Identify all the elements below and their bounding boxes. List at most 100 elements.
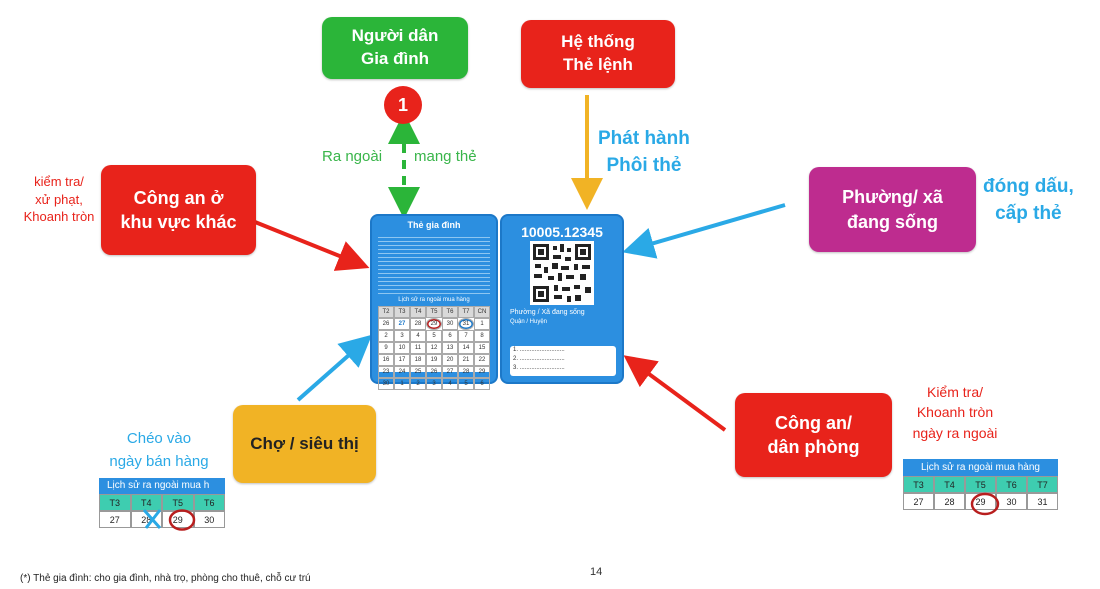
calendar-cell: 29 bbox=[426, 318, 442, 330]
table-cell: 30 bbox=[193, 511, 225, 528]
label-go-out-left: Ra ngoài bbox=[322, 148, 383, 165]
calendar-day-header: T2 bbox=[378, 306, 394, 318]
calendar-cell: 6 bbox=[474, 378, 490, 390]
label-cross-sale: Chéo vào ngày bán hàng bbox=[109, 430, 209, 470]
calendar-cell: 7 bbox=[458, 330, 474, 342]
table-cell: T4 bbox=[934, 476, 965, 493]
calendar-cell: 29 bbox=[474, 366, 490, 378]
calendar-cell: 9 bbox=[378, 342, 394, 354]
card-back-line-1: 1. ........................... bbox=[513, 347, 565, 353]
calendar-cell: 17 bbox=[394, 354, 410, 366]
label-issue: Phát hành Phôi thẻ bbox=[598, 128, 690, 176]
node-market: Chợ / siêu thị bbox=[233, 405, 376, 483]
calendar-header: Lịch sử ra ngoài mua hàng bbox=[398, 297, 470, 303]
qr-code bbox=[530, 241, 594, 305]
node-people: Người dân Gia đình bbox=[322, 17, 468, 79]
calendar-cell: 27 bbox=[442, 366, 458, 378]
calendar-cell: 6 bbox=[442, 330, 458, 342]
calendar-cell: 4 bbox=[410, 330, 426, 342]
table-cell: 27 bbox=[99, 511, 131, 528]
arrow-red-police-other bbox=[254, 220, 370, 271]
node-ward: Phường/ xã đang sống bbox=[809, 167, 976, 252]
card-back-district: Quận / Huyện bbox=[510, 319, 548, 325]
table-cell: 28 bbox=[934, 493, 965, 510]
circle-mark-right bbox=[970, 492, 1000, 516]
table-cell: T7 bbox=[1027, 476, 1058, 493]
calendar-cell: 25 bbox=[410, 366, 426, 378]
calendar-day-header: T5 bbox=[426, 306, 442, 318]
calendar-cell: 1 bbox=[394, 378, 410, 390]
calendar-day-header: T3 bbox=[394, 306, 410, 318]
calendar-cell: 22 bbox=[474, 354, 490, 366]
table-cell: 27 bbox=[903, 493, 934, 510]
card-back-line-2: 2. ........................... bbox=[513, 356, 565, 362]
calendar-day-header: T7 bbox=[458, 306, 474, 318]
family-card-front: Thẻ gia đình Lịch sử ra ngoài mua hàng T… bbox=[370, 214, 498, 390]
arrow-blue-ward bbox=[622, 203, 786, 259]
table-cell: T6 bbox=[996, 476, 1027, 493]
card-front-rules bbox=[378, 234, 490, 294]
calendar-cell: 20 bbox=[442, 354, 458, 366]
calendar-day-header: CN bbox=[474, 306, 490, 318]
calendar-cell: 31 bbox=[458, 318, 474, 330]
label-check-circle: Kiểm tra/ Khoanh tròn ngày ra ngoài bbox=[912, 384, 998, 441]
calendar-cell: 5 bbox=[426, 330, 442, 342]
calendar-cell: 30 bbox=[442, 318, 458, 330]
cross-mark bbox=[142, 509, 162, 529]
calendar-cell: 2 bbox=[410, 378, 426, 390]
card-code: 10005.12345 bbox=[521, 224, 603, 240]
page-number: 14 bbox=[590, 566, 603, 578]
arrow-red-police-local bbox=[623, 355, 727, 432]
table-cell: T3 bbox=[99, 494, 131, 511]
calendar-day-header: T4 bbox=[410, 306, 426, 318]
calendar-cell: 26 bbox=[378, 318, 394, 330]
calendar-cell: 2 bbox=[378, 330, 394, 342]
calendar-cell: 21 bbox=[458, 354, 474, 366]
calendar-cell: 14 bbox=[458, 342, 474, 354]
calendar-cell: 8 bbox=[474, 330, 490, 342]
calendar-cell: 19 bbox=[426, 354, 442, 366]
calendar-cell: 15 bbox=[474, 342, 490, 354]
card-front-rules-text-lines bbox=[378, 234, 490, 294]
calendar-cell: 18 bbox=[410, 354, 426, 366]
calendar-cell: 26 bbox=[426, 366, 442, 378]
calendar-cell: 11 bbox=[410, 342, 426, 354]
history-table-left-title: Lịch sử ra ngoài mua h bbox=[99, 478, 225, 494]
calendar-cell: 24 bbox=[394, 366, 410, 378]
calendar-cell: 3 bbox=[426, 378, 442, 390]
calendar-cell: 10 bbox=[394, 342, 410, 354]
arrow-blue-market bbox=[296, 334, 372, 402]
node-system: Hệ thống Thẻ lệnh bbox=[521, 20, 675, 88]
calendar-cell: 16 bbox=[378, 354, 394, 366]
calendar-cell: 12 bbox=[426, 342, 442, 354]
calendar-cell: 3 bbox=[394, 330, 410, 342]
calendar-day-header: T6 bbox=[442, 306, 458, 318]
node-police-other: Công an ở khu vực khác bbox=[101, 165, 256, 255]
calendar-cell: 27 bbox=[394, 318, 410, 330]
calendar-cell: 4 bbox=[442, 378, 458, 390]
table-cell: 31 bbox=[1027, 493, 1058, 510]
card-back-line-3: 3. ........................... bbox=[513, 365, 565, 371]
card-back-notes: 1. ........................... 2. ......… bbox=[510, 346, 616, 376]
table-cell: T5 bbox=[965, 476, 996, 493]
calendar-cell: 5 bbox=[458, 378, 474, 390]
footnote: (*) Thẻ gia đình: cho gia đình, nhà trọ,… bbox=[20, 573, 311, 584]
card-back-ward: Phường / Xã đang sống bbox=[510, 309, 585, 316]
table-cell: T6 bbox=[193, 494, 225, 511]
calendar-cell: 13 bbox=[442, 342, 458, 354]
calendar-cell: 1 bbox=[474, 318, 490, 330]
label-go-out-right: mang thẻ bbox=[414, 148, 477, 165]
calendar-cell: 23 bbox=[378, 366, 394, 378]
table-cell: T3 bbox=[903, 476, 934, 493]
calendar-cell: 28 bbox=[410, 318, 426, 330]
label-stamp: đóng dấu, cấp thẻ bbox=[983, 176, 1074, 224]
card-front-title: Thẻ gia đình bbox=[407, 220, 461, 230]
step-badge: 1 bbox=[384, 86, 422, 124]
circle-mark-left bbox=[168, 509, 196, 531]
